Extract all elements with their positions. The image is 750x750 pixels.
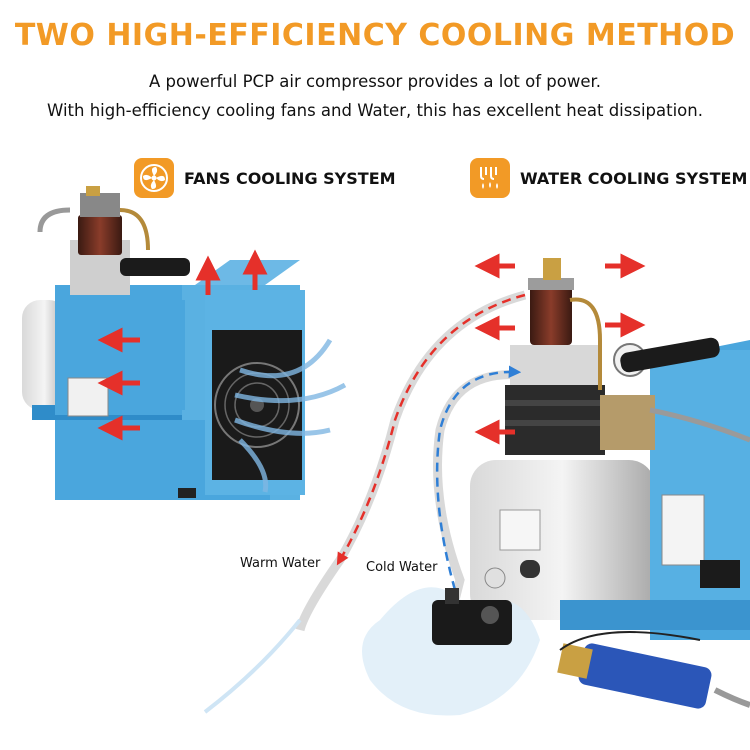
fan-icon xyxy=(134,158,174,198)
fans-cooling-label: FANS COOLING SYSTEM xyxy=(184,168,396,188)
subtitle-line-2: With high-efficiency cooling fans and Wa… xyxy=(47,101,703,120)
fans-cooling-badge: FANS COOLING SYSTEM xyxy=(134,158,396,198)
water-cooling-label: WATER COOLING SYSTEM xyxy=(520,168,748,188)
water-cooling-badge: WATER COOLING SYSTEM xyxy=(470,158,747,198)
right-compressor xyxy=(470,258,750,709)
cold-water-label: Cold Water xyxy=(366,560,438,575)
water-drops-icon xyxy=(470,158,510,198)
left-compressor xyxy=(22,186,347,500)
warm-water-label: Warm Water xyxy=(240,556,321,571)
heat-arrows-left xyxy=(97,249,268,441)
subtitle-line-1: A powerful PCP air compressor provides a… xyxy=(148,72,602,91)
heat-arrows-right xyxy=(474,253,646,445)
page-title: TWO HIGH-EFFICIENCY COOLING METHOD xyxy=(14,18,736,53)
